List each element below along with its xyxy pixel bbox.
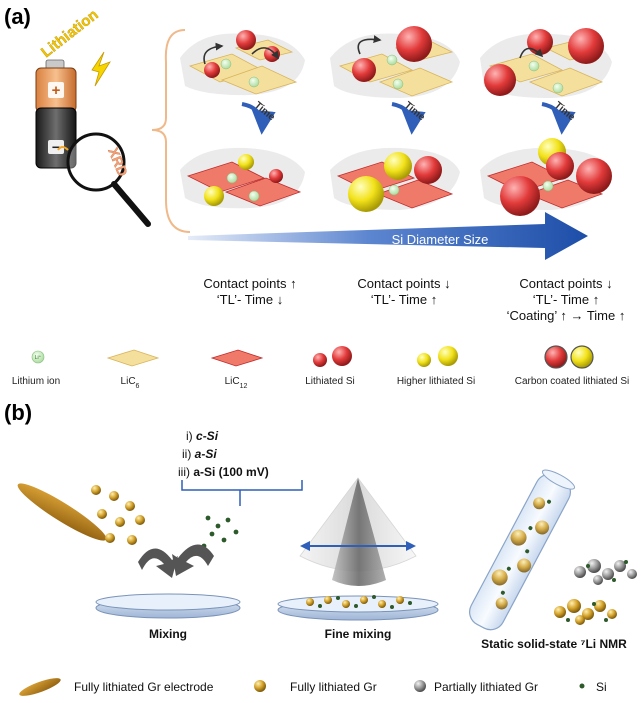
gold-particles-mixing [91,485,145,545]
legend-b: Fully lithiated Gr electrode Fully lithi… [19,678,607,696]
lic12-icon [210,349,264,367]
gr-electrode [17,483,107,541]
legend-lithiated-si: Lithiated Si [305,376,354,387]
lic6-icon [106,349,160,367]
caption-1-line2: ‘TL’- Time ↓ [217,292,283,307]
panel-a-label: (a) [4,4,31,29]
caption-3-line3: ‘Coating’ ↑ → Time ↑ [507,308,626,323]
time-arrow [241,102,276,135]
legend-a: Li⁺ Lithium ion LiC6 LiC12 Lithiated Si … [12,345,630,390]
legend-lithium-ion: Lithium ion [12,376,60,387]
motion-arrow [519,47,544,59]
step-fine-mixing: Fine mixing [325,627,392,641]
carbon-coated-si-icon [544,345,568,369]
legend-si: Si [596,680,607,694]
caption-2-line1: Contact points ↓ [357,276,450,291]
si-particles [204,26,612,216]
scene-top-2 [330,33,460,98]
list-item-3: iii) a-Si (100 mV) [178,465,269,479]
legend-lic6: LiC6 [121,376,140,390]
list-bracket [181,480,303,491]
carbon-coated-si-icon [570,345,594,369]
si-diameter-arrow [188,212,588,260]
caption-3: Contact points ↓ ‘TL’- Time ↑ ‘Coating’ … [507,276,626,323]
partially-lithiated-gr-icon [414,680,426,692]
lithium-ion-icon [31,350,45,364]
time-arrow [541,102,576,135]
list-item-2: ii) a-Si [182,447,217,461]
si-icon [579,683,585,689]
si-type-list: i) c-Si ii) a-Si iii) a-Si (100 mV) [178,429,269,479]
pour-arrow-left [138,548,178,578]
nmr-tube [469,469,576,631]
caption-2: Contact points ↓ ‘TL’- Time ↑ [357,276,450,307]
motion-arrow [251,47,279,60]
legend-partially-lithiated-gr: Partially lithiated Gr [434,680,538,694]
caption-3-line1: Contact points ↓ [519,276,612,291]
caption-1: Contact points ↑ ‘TL’- Time ↓ [203,276,296,307]
time-arrow [391,102,426,135]
lithiated-si-icon [332,346,352,366]
si-diameter-label: Si Diameter Size [392,232,489,247]
panel-b-label: (b) [4,400,32,425]
motion-arrow [357,35,382,55]
higher-lithiated-si-icon [438,346,458,366]
lightning-icon [91,51,111,87]
li-ions [220,54,564,202]
caption-1-line1: Contact points ↑ [203,276,296,291]
legend-carbon-coated-si: Carbon coated lithiated Si [515,376,630,387]
step-mixing: Mixing [149,627,187,641]
partially-lithiated-cluster [574,559,637,585]
list-item-1: i) c-Si [186,429,219,443]
battery-plus: + [52,82,61,99]
battery-icon: + − [35,59,77,169]
pour-arrow-right [172,544,214,576]
lithiated-si-icon [313,353,327,367]
legend-gr-electrode: Fully lithiated Gr electrode [74,680,214,694]
lithium-ion-icon-label: Li⁺ [35,355,42,361]
higher-lithiated-si-icon [417,353,431,367]
mixing-dish [95,593,241,619]
legend-fully-lithiated-gr: Fully lithiated Gr [290,680,377,694]
legend-lic12: LiC12 [225,376,248,390]
fine-mixing-setup [277,477,439,621]
legend-higher-lithiated-si: Higher lithiated Si [397,376,475,387]
caption-2-line2: ‘TL’- Time ↑ [371,292,437,307]
fully-lithiated-gr-icon [254,680,266,692]
bracket [151,29,191,233]
gr-electrode-icon [19,678,61,696]
battery-minus: − [52,139,60,155]
step-nmr: Static solid-state ⁷Li NMR [481,637,627,651]
caption-3-line2: ‘TL’- Time ↑ [533,292,599,307]
lithiation-label: Lithiation [38,6,102,61]
fully-lithiated-cluster [554,599,617,625]
magnifier-icon [57,132,151,227]
motion-arrow [203,42,224,65]
si-dots-mixing [201,515,239,549]
